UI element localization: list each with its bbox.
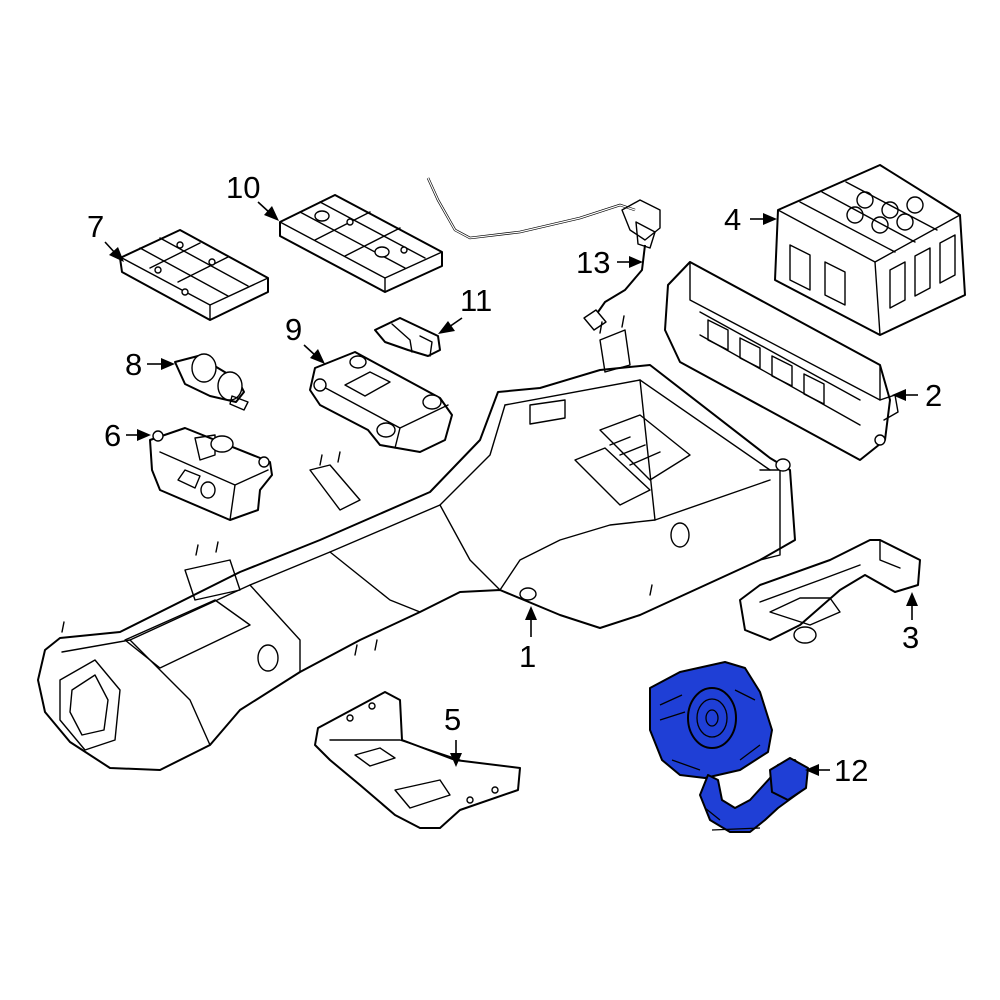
- callout-1[interactable]: 1: [519, 606, 537, 674]
- part-3-cable-harness[interactable]: [739, 539, 921, 644]
- callout-12[interactable]: 12: [805, 753, 868, 788]
- callout-5[interactable]: 5: [444, 702, 462, 767]
- part-8-sensor[interactable]: [174, 353, 249, 411]
- callout-9-label: 9: [285, 312, 302, 347]
- callout-9[interactable]: 9: [285, 312, 325, 364]
- part-9-bracket[interactable]: [309, 351, 453, 453]
- callout-4[interactable]: 4: [724, 202, 777, 237]
- callout-8[interactable]: 8: [125, 347, 175, 382]
- part-6-bracket[interactable]: [149, 427, 273, 521]
- callout-1-label: 1: [519, 639, 536, 674]
- part-12-highlighted-unit[interactable]: [649, 661, 809, 833]
- callout-8-label: 8: [125, 347, 142, 382]
- callout-6-label: 6: [104, 418, 121, 453]
- part-1-battery-tray[interactable]: [37, 315, 796, 771]
- callout-11-label: 11: [460, 283, 492, 318]
- part-5-shield-plate[interactable]: [314, 691, 521, 829]
- callout-7[interactable]: 7: [87, 209, 124, 262]
- callout-4-label: 4: [724, 202, 741, 237]
- callout-3-label: 3: [902, 620, 919, 655]
- callout-3[interactable]: 3: [902, 592, 919, 655]
- callout-7-label: 7: [87, 209, 104, 244]
- callout-12-label: 12: [834, 753, 868, 788]
- part-11-clip[interactable]: [374, 317, 441, 357]
- callout-6[interactable]: 6: [104, 418, 151, 453]
- part-4-electronics-block[interactable]: [774, 164, 966, 336]
- part-13-sensor-wire[interactable]: [426, 177, 661, 331]
- callout-13[interactable]: 13: [576, 245, 643, 280]
- callout-10[interactable]: 10: [226, 170, 279, 221]
- callout-2[interactable]: 2: [892, 378, 942, 413]
- part-7-cover-plate[interactable]: [119, 229, 269, 321]
- part-10-cover-plate[interactable]: [279, 194, 443, 293]
- callout-10-label: 10: [226, 170, 260, 205]
- callout-5-label: 5: [444, 702, 461, 737]
- callout-2-label: 2: [925, 378, 942, 413]
- callout-11[interactable]: 11: [438, 283, 492, 334]
- part-2-battery-module[interactable]: [664, 261, 899, 461]
- callout-13-label: 13: [576, 245, 610, 280]
